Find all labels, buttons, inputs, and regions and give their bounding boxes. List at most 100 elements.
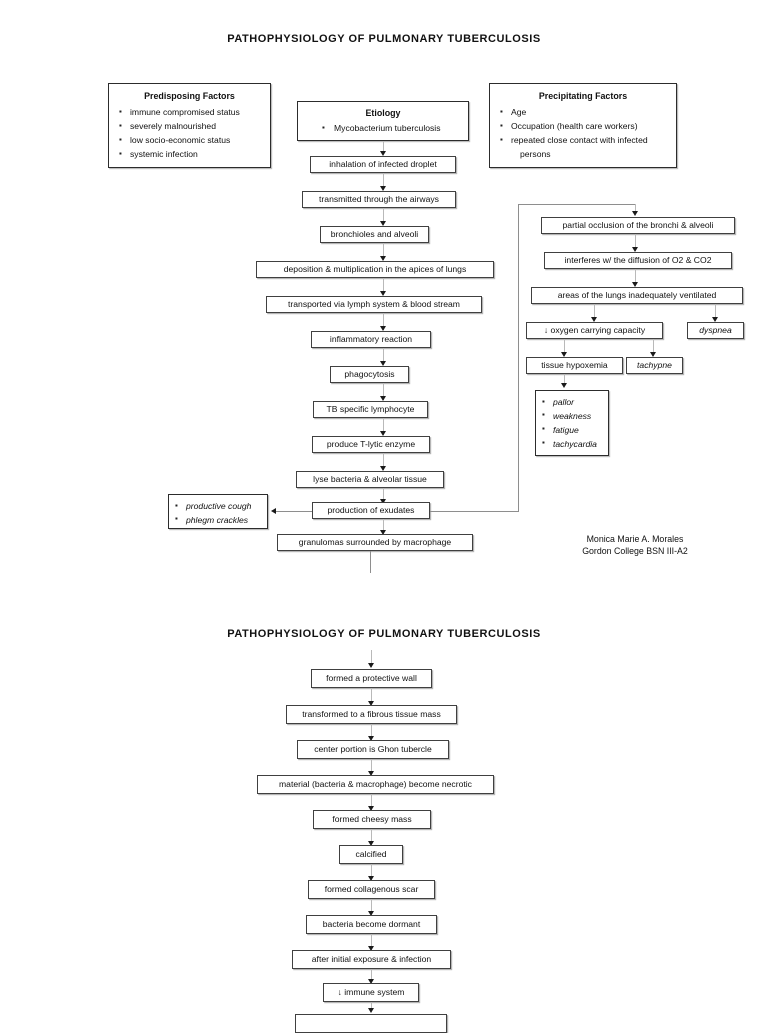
cough-symptoms-list: productive cough phlegm crackles <box>175 500 261 527</box>
connector-line <box>276 511 312 512</box>
predisposing-factors-panel: Predisposing Factors immune compromised … <box>108 83 271 168</box>
list-item: productive cough <box>175 500 261 513</box>
connector-line <box>715 304 716 321</box>
arrow-icon <box>649 352 656 357</box>
arrow-icon <box>631 247 638 252</box>
flow-node-deposition: deposition & multiplication in the apice… <box>256 261 494 278</box>
connector-line <box>371 829 372 845</box>
list-item: pallor <box>542 396 602 409</box>
connector-line <box>371 688 372 706</box>
connector-line <box>383 348 384 365</box>
page-title-bottom: PATHOPHYSIOLOGY OF PULMONARY TUBERCULOSI… <box>227 628 541 640</box>
connector-line <box>383 453 384 470</box>
arrow-icon <box>367 911 374 916</box>
arrow-icon <box>367 876 374 881</box>
connector-line <box>653 339 654 356</box>
arrow-icon <box>367 736 374 741</box>
flow-node-bronchioles: bronchioles and alveoli <box>320 226 429 243</box>
flow-node-granulomas: granulomas surrounded by macrophage <box>277 534 473 551</box>
flow-node-inflammatory: inflammatory reaction <box>311 331 431 348</box>
connector-line <box>635 269 636 286</box>
arrow-icon <box>590 317 597 322</box>
etiology-list: Mycobacterium tuberculosis <box>308 122 458 135</box>
arrow-icon <box>367 806 374 811</box>
flow2-node-cheesy-mass: formed cheesy mass <box>313 810 431 829</box>
list-item: Mycobacterium tuberculosis <box>308 122 458 135</box>
hypoxemia-signs-panel: pallor weakness fatigue tachycardia <box>535 390 609 456</box>
list-item: fatigue <box>542 423 602 437</box>
connector-line <box>371 650 372 667</box>
list-item: phlegm crackles <box>175 513 261 527</box>
connector-line <box>383 313 384 330</box>
connector-line <box>371 899 372 915</box>
author-affiliation: Gordon College BSN III-A2 <box>582 545 688 556</box>
arrow-icon <box>631 282 638 287</box>
flow-node-phagocytosis: phagocytosis <box>330 366 409 383</box>
connector-line <box>383 418 384 435</box>
connector-line <box>370 551 371 573</box>
arrow-icon <box>367 1008 374 1013</box>
arrow-icon <box>367 841 374 846</box>
branch-node-interferes-diffusion: interferes w/ the diffusion of O2 & CO2 <box>544 252 732 269</box>
arrow-icon <box>271 507 276 514</box>
flow-node-t-lytic-enzyme: produce T-lytic enzyme <box>312 436 430 453</box>
list-item: tachycardia <box>542 437 602 451</box>
list-item: severely malnourished <box>119 120 260 133</box>
branch-node-tachypne: tachypne <box>626 357 683 374</box>
flow2-node-become-necrotic: material (bacteria & macrophage) become … <box>257 775 494 794</box>
flow-node-transmitted: transmitted through the airways <box>302 191 456 208</box>
list-item: repeated close contact with infected <box>500 134 666 147</box>
connector-line <box>371 969 372 983</box>
connector-line <box>564 374 565 385</box>
flow2-node-initial-exposure: after initial exposure & infection <box>292 950 451 969</box>
flow-node-tb-lymphocyte: TB specific lymphocyte <box>313 401 428 418</box>
connector-line <box>383 208 384 225</box>
arrow-icon <box>379 431 386 436</box>
connector-line-routing <box>518 204 519 512</box>
branch-node-oxygen-carrying-capacity: ↓ oxygen carrying capacity <box>526 322 663 339</box>
author-name: Monica Marie A. Morales <box>586 534 684 544</box>
arrow-icon <box>631 211 638 216</box>
connector-line-routing <box>430 511 519 512</box>
connector-line <box>564 339 565 356</box>
connector-line <box>371 759 372 776</box>
list-item: weakness <box>542 409 602 423</box>
arrow-icon <box>367 701 374 706</box>
arrow-icon <box>560 352 567 357</box>
arrow-icon <box>379 361 386 366</box>
list-item: systemic infection <box>119 148 260 161</box>
arrow-icon <box>711 317 718 322</box>
connector-line <box>635 234 636 251</box>
arrow-icon <box>367 946 374 951</box>
list-item: persons <box>520 149 551 160</box>
branch-node-dyspnea: dyspnea <box>687 322 744 339</box>
branch-node-inadequately-ventilated: areas of the lungs inadequately ventilat… <box>531 287 743 304</box>
arrow-icon <box>379 396 386 401</box>
author-attribution: Monica Marie A. Morales Gordon College B… <box>540 534 730 558</box>
connector-line <box>383 141 384 154</box>
arrow-icon <box>379 186 386 191</box>
connector-line <box>371 864 372 880</box>
list-item: Age <box>500 106 666 119</box>
connector-line-routing <box>518 204 635 205</box>
connector-line <box>383 519 384 536</box>
connector-line <box>383 278 384 295</box>
flow2-node-ghon-tubercle: center portion is Ghon tubercle <box>297 740 449 759</box>
flow-node-production-exudates: production of exudates <box>312 502 430 519</box>
arrow-icon <box>379 151 386 156</box>
list-item: Occupation (health care workers) <box>500 120 666 133</box>
flow-node-transported: transported via lymph system & blood str… <box>266 296 482 313</box>
arrow-icon <box>379 326 386 331</box>
cough-symptoms-panel: productive cough phlegm crackles <box>168 494 268 529</box>
predisposing-factors-heading: Predisposing Factors <box>144 91 235 101</box>
arrow-icon <box>379 499 386 504</box>
arrow-icon <box>379 256 386 261</box>
connector-line <box>383 488 384 505</box>
arrow-icon <box>367 771 374 776</box>
etiology-heading: Etiology <box>365 108 401 118</box>
connector-line <box>383 383 384 400</box>
connector-line <box>594 304 595 321</box>
flow2-node-protective-wall: formed a protective wall <box>311 669 432 688</box>
connector-line <box>371 934 372 950</box>
